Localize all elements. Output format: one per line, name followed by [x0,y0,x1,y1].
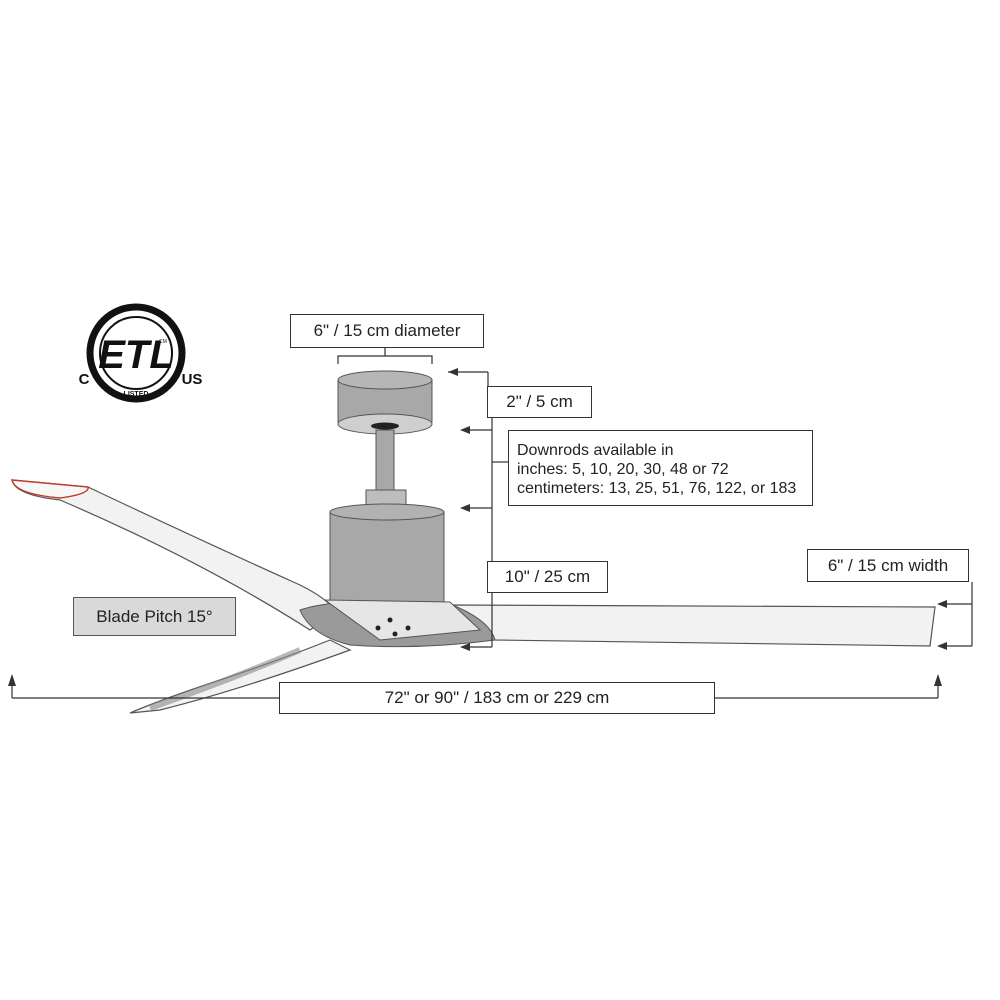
blade-width-label: 6" / 15 cm width [807,549,969,582]
etl-listed-text: LISTED [124,391,149,398]
canopy-diameter-label: 6" / 15 cm diameter [290,314,484,348]
canopy-diameter-bracket [337,347,433,364]
downrod [365,429,407,511]
blade-pitch-label: Blade Pitch 15° [73,597,236,636]
etl-mark-text: ETL [98,333,174,377]
downrods-line-2: inches: 5, 10, 20, 30, 48 or 72 [517,461,729,478]
blade-width-bracket [937,582,973,650]
canopy [337,370,433,435]
motor-housing [329,503,445,607]
blade-right [447,604,936,647]
downrods-line-1: Downrods available in [517,442,674,459]
overall-span-label: 72" or 90" / 183 cm or 229 cm [279,682,715,714]
etl-us-text: US [182,371,203,388]
height-dimension-lines [448,368,508,651]
downrods-line-3: centimeters: 13, 25, 51, 76, 122, or 183 [517,480,797,497]
etl-logo: ETL LISTED CM C US [79,303,203,403]
blade-hub [299,599,496,648]
motor-height-label: 10" / 25 cm [487,561,608,593]
blade-left-lower [129,639,352,714]
canopy-height-label: 2" / 5 cm [487,386,592,418]
etl-cm-text: CM [159,339,167,345]
downrods-info-box: Downrods available in inches: 5, 10, 20,… [508,430,813,506]
etl-c-text: C [79,371,90,388]
